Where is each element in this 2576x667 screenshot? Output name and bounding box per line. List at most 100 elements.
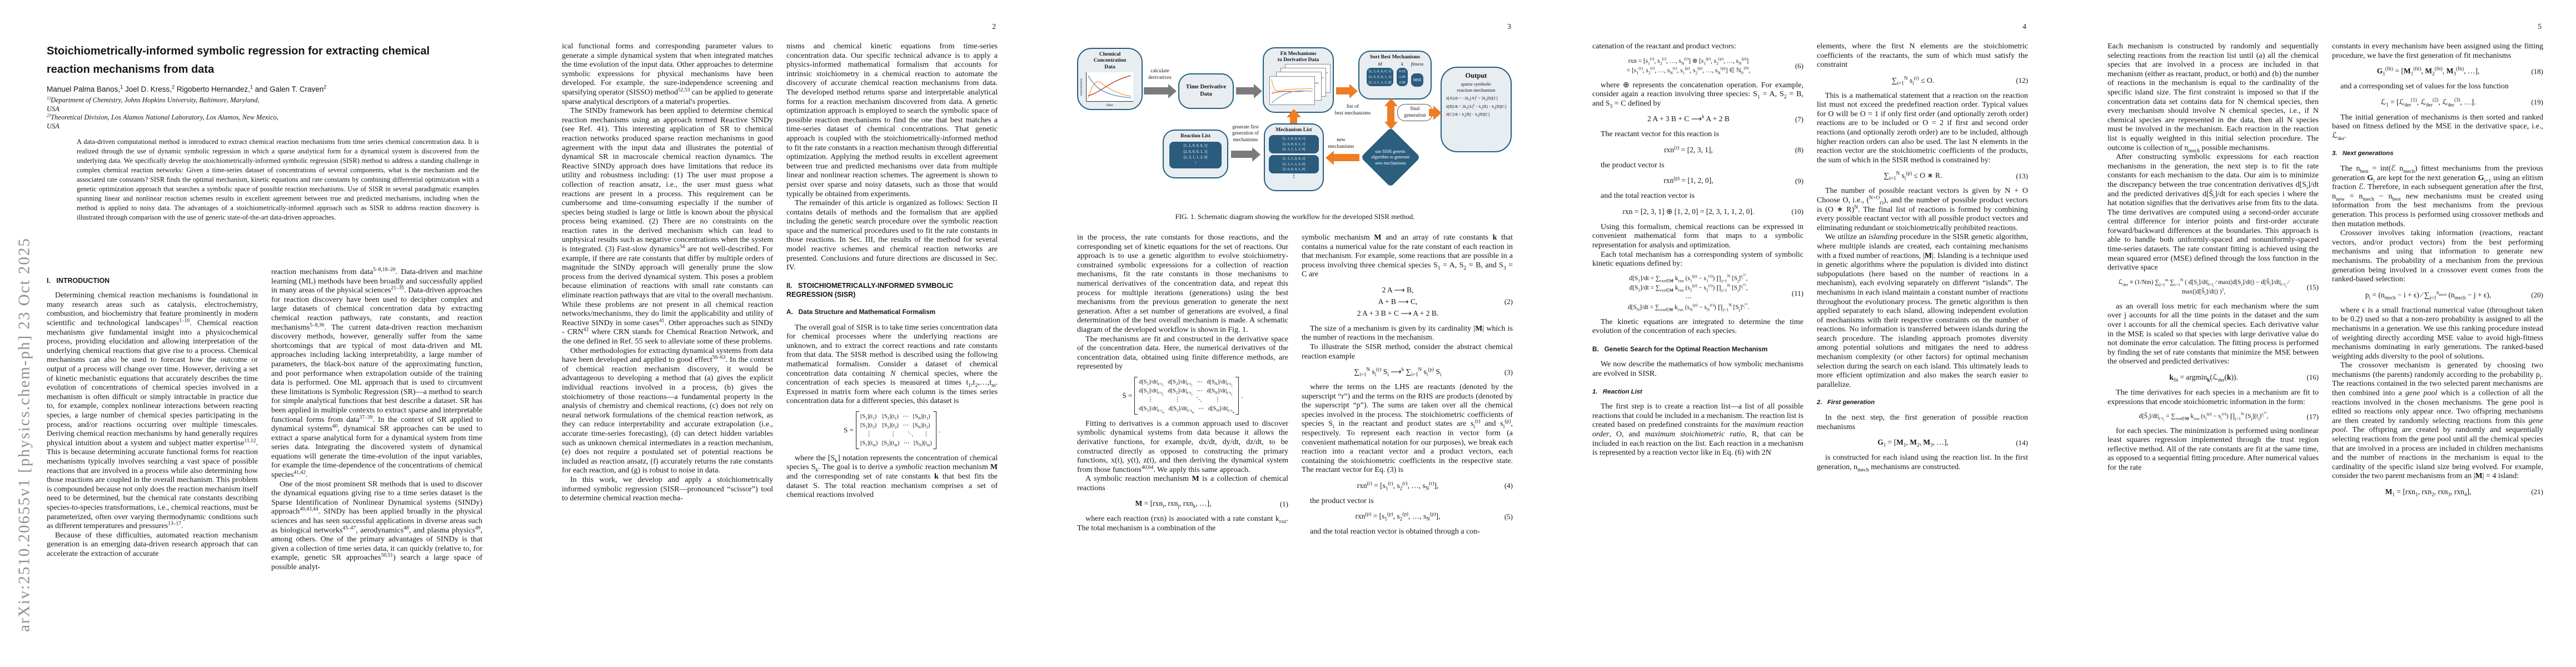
- paragraph: In this work, we develop and apply a sto…: [562, 475, 773, 503]
- paragraph: reaction mechanisms from data5–8,18–20. …: [271, 267, 483, 480]
- paragraph: and the total reaction vector is: [1601, 192, 1695, 201]
- equation: d[S1]/dt = ∑rxn∈M krxn (s1(p) − s1(r)) ∏…: [1592, 273, 1803, 313]
- paragraph: the product vector is: [1601, 161, 1665, 170]
- paragraph: and a corresponding set of values for th…: [2340, 82, 2509, 91]
- paragraph: nisms and chemical kinetic equations fro…: [786, 42, 998, 198]
- paragraph: One of the most prominent SR methods tha…: [271, 480, 483, 571]
- concentration-curves: [1086, 72, 1133, 102]
- mechanism-group-2: [1, 1, 1, 0, 0, 2][2, 3, 1, 1, 2, 0][2, …: [1269, 155, 1319, 173]
- paragraph: is constructed for each island using the…: [1817, 454, 2028, 473]
- equation-body: d[S1]/dt = ∑rxn∈M krxn (s1(p) − s1(r)) ∏…: [1627, 273, 1750, 312]
- equation: ∑i=1N si(p) ≤ O ∗ R.(13): [1817, 170, 2028, 182]
- paragraph: in the process, the rate constants for t…: [1077, 233, 1288, 334]
- equation-number: (17): [2306, 412, 2319, 421]
- equation: ∑i=1N si(r) Si ⟶k ∑i=1N si(p) Si(3): [1302, 366, 1513, 378]
- paragraph: Because of these difficulties, automated…: [47, 531, 258, 558]
- paragraph: The remainder of this article is organiz…: [786, 199, 998, 272]
- equation: 2 A ⟶ B,A + B ⟶ C,2 A + 3 B + C ⟶ A + 2 …: [1302, 285, 1513, 320]
- section-heading: B. Genetic Search for the Optimal Reacti…: [1592, 345, 1768, 353]
- equation: kfit = argmink(ℒder(k)).(16): [2107, 372, 2319, 384]
- equation-number: (20): [2531, 291, 2543, 300]
- body-columns: in the process, the rate constants for t…: [1077, 233, 1513, 537]
- matrix-equation: Ṡ =d[S1]/dt|t=t1 d[S2]/dt|t=t1 ⋯ d[SN]/d…: [1077, 376, 1288, 415]
- paragraph: In the next step, the first generation o…: [1817, 414, 2028, 431]
- column-right: constants in every mechanism have been a…: [2332, 42, 2543, 503]
- node-reaction-list: Reaction List [1, 1, 0, 0, 0, 1][2, 0, 0…: [1163, 130, 1228, 178]
- derivative-fit-card-front: [1269, 76, 1315, 105]
- equation: ℒder ≡ (1/Nm) ∑j=1m ∑i=1N ( d[Si]/dt|t=t…: [2107, 278, 2319, 297]
- equation-number: (19): [2531, 98, 2543, 107]
- node-fit-mechanisms: Fit Mechanisms to Derivative Data: [1263, 47, 1334, 113]
- paragraph: constants in every mechanism have been a…: [2332, 42, 2543, 60]
- label-calculate-derivatives: calculate derivatives: [1148, 68, 1172, 81]
- paragraph: Fitting to derivatives is a common appro…: [1077, 419, 1288, 474]
- paragraph: where ⊕ represents the concatenation ope…: [1592, 81, 1803, 109]
- equation-number: (14): [2016, 438, 2028, 447]
- column-right: elements, where the first N elements are…: [1817, 42, 2028, 472]
- plot-ylabel: concentration: [1080, 78, 1083, 96]
- sorted-mechanism-matrix-row: [2, 3, 1, 1, 2, 0]: [1368, 80, 1392, 84]
- page-number: 3: [1507, 22, 1511, 31]
- body-columns: catenation of the reactant and product v…: [1592, 42, 2028, 472]
- equation: M1 = [rxn1, rxn2, rxn3, rxn4],(21): [2332, 486, 2543, 498]
- equation-body: pi = (nmech − i + ϵ) ∕ ∑j=1nmech (nmech …: [2365, 290, 2492, 301]
- mechanism-group-2-row: [1, 1, 1, 0, 0, 2]: [1282, 157, 1306, 161]
- column-header-m: M: [1378, 61, 1382, 67]
- equation-number: (18): [2531, 67, 2543, 76]
- affiliations: 1)Department of Chemistry, Johns Hopkins…: [47, 96, 482, 131]
- mechanism-group-2-row: [2, 0, 0, 0, 1, 0]: [1282, 167, 1306, 172]
- rate-constant-vector-row: 1.45: [1399, 74, 1406, 79]
- authors: Manuel Palma Banos,1 Joel D. Kress,2 Rig…: [47, 84, 327, 93]
- arrow-up-icon: [1290, 117, 1297, 123]
- paragraph: Determining chemical reaction mechanisms…: [47, 291, 258, 531]
- paragraph: A symbolic reaction mechanism M is a col…: [1077, 475, 1288, 492]
- column-left: ical functional forms and corresponding …: [562, 42, 773, 504]
- arrow-right-icon: [1336, 87, 1349, 94]
- page-number: 2: [992, 22, 996, 31]
- paragraph: where ϵ is a small fractional numerical …: [2332, 306, 2543, 361]
- paragraph: where the terms on the LHS are reactants…: [1302, 383, 1513, 475]
- affiliations-row: 2)Theoretical Division, Los Alamos Natio…: [47, 112, 278, 121]
- sorted-mechanism-matrix: [1, 1, 0, 0, 0, 1][2, 0, 0, 0, 1, 1][2, …: [1366, 67, 1394, 87]
- equation: G1 = [M1, M2, M3, …], (14): [1817, 437, 2028, 449]
- output-equations: d[A]/dt = −2k1[A]2 + 2k3[B][C]d[B]/dt = …: [1442, 96, 1511, 118]
- matrix-row: d[S1]/dt|t=t2 d[S2]/dt|t=t2 ⋯ d[SN]/dt|t…: [1139, 387, 1233, 397]
- affiliations-row: 1)Department of Chemistry, Johns Hopkins…: [47, 94, 260, 104]
- arrow-right-icon: [1429, 109, 1433, 116]
- page-5: 5 Each mechanism is constructed by rando…: [2061, 0, 2576, 667]
- output-equations-row: d[C]/dt = k2[B] − k3[B][C]: [1446, 112, 1490, 118]
- mse-box: MSE: [1411, 73, 1424, 87]
- label-generate-first-generation: generate first generation of mechanisms: [1232, 124, 1259, 142]
- paragraph: The crossover mechanism is generated by …: [2332, 361, 2543, 481]
- equation: rxn(p) = [1, 2, 0],(9): [1592, 175, 1803, 187]
- column-left: catenation of the reactant and product v…: [1592, 42, 1803, 472]
- node-time-derivative-data: Time Derivative Data: [1178, 73, 1234, 109]
- equation-body: G1 = [M1, M2, M3, …],: [1877, 438, 1949, 448]
- arrow-right-icon: [1236, 87, 1254, 94]
- section-heading: II. STOICHIOMETRICALLY-INFORMED SYMBOLIC…: [786, 281, 954, 299]
- paragraph: where the [Sk] notation represents the c…: [786, 454, 998, 500]
- equation: 2 A + 3 B + C ⟶k A + 2 B (7): [1592, 113, 1803, 125]
- column-right: symbolic mechanism M and an array of rat…: [1302, 233, 1513, 537]
- equation: d[Ŝi]/dt|t=tj = ∑rxn∈M krxn (si(p) − si(…: [2107, 411, 2319, 422]
- equation-number: (7): [1795, 115, 1803, 123]
- column-header-fitness: fitness: [1411, 61, 1424, 67]
- affiliations-row: USA: [47, 104, 59, 113]
- equation-body: 2 A + 3 B + C ⟶k A + 2 B: [1647, 113, 1730, 123]
- paragraph: symbolic mechanism M and an array of rat…: [1302, 233, 1513, 279]
- affiliations-row: USA: [47, 122, 59, 130]
- equation-body: rxn(p) = [1, 2, 0],: [1663, 175, 1713, 185]
- sorted-mechanism-matrix-row: [2, 0, 0, 0, 1, 1]: [1368, 74, 1392, 79]
- label-list-of-best-mechanisms: list of best mechanisms: [1334, 104, 1371, 116]
- node-chemical-concentration-data: Chemical Concentration Data concentratio…: [1077, 48, 1143, 110]
- page-number: 5: [2538, 22, 2542, 31]
- equation-number: (11): [1791, 288, 1803, 297]
- figure-caption: FIG. 1. Schematic diagram showing the wo…: [1175, 212, 1415, 221]
- arrow-left-icon: [1334, 154, 1359, 161]
- matrix-lhs: Ṡ =: [1122, 391, 1133, 400]
- rate-constant-vector-row: 2.06: [1399, 80, 1406, 84]
